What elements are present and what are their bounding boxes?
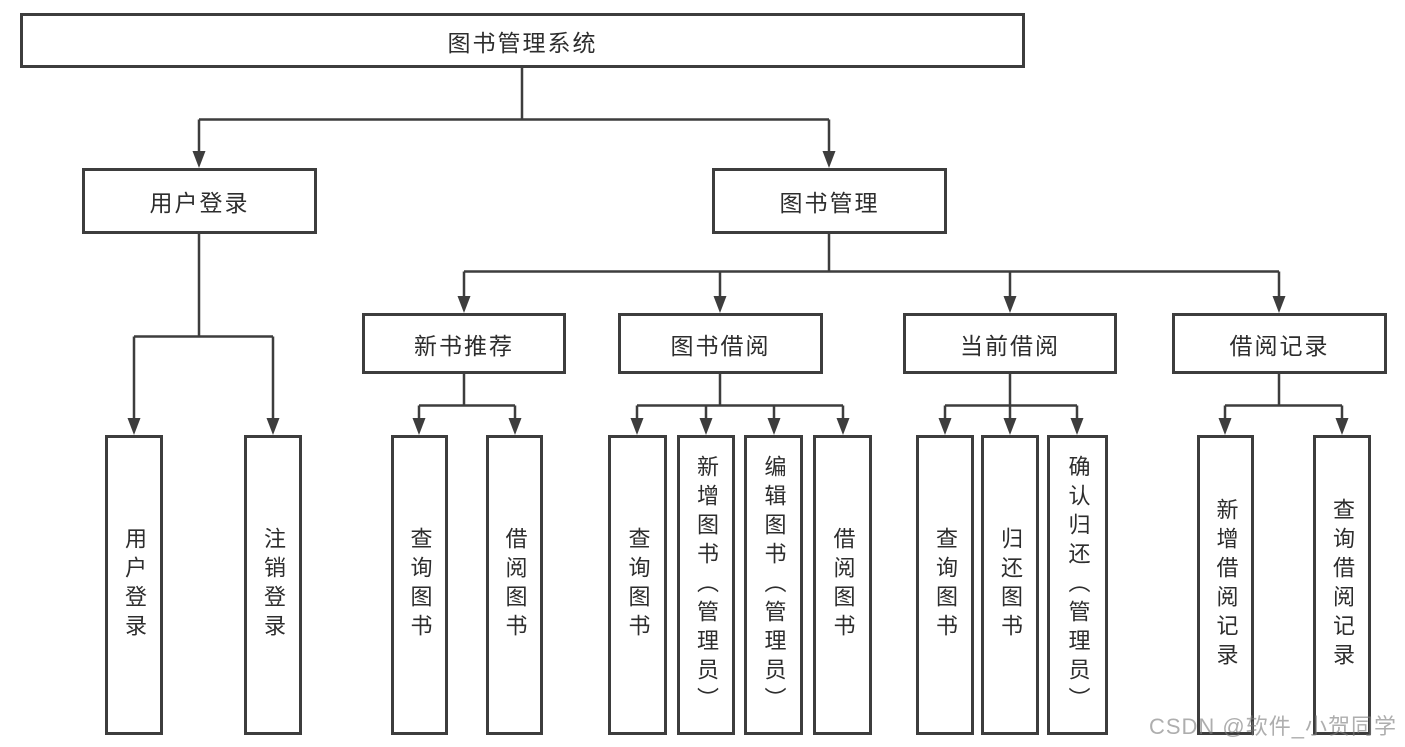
arrowhead bbox=[127, 418, 141, 435]
node-leaf-query-borrow-record: 查询借阅记录 bbox=[1313, 435, 1371, 735]
node-leaf-logout-label: 注销登录 bbox=[261, 527, 286, 643]
node-borrow-records: 借阅记录 bbox=[1172, 313, 1387, 374]
node-leaf-query-books-current-label: 查询图书 bbox=[933, 527, 958, 643]
node-current-borrow: 当前借阅 bbox=[903, 313, 1117, 374]
node-user-login: 用户登录 bbox=[82, 168, 317, 234]
node-leaf-borrow-books-recommend: 借阅图书 bbox=[486, 435, 543, 735]
node-leaf-logout: 注销登录 bbox=[244, 435, 302, 735]
arrowhead bbox=[1003, 296, 1017, 313]
node-root-label: 图书管理系统 bbox=[447, 29, 598, 56]
node-leaf-add-book-admin: 新增图书（管理员） bbox=[677, 435, 735, 735]
node-leaf-query-books-borrow-label: 查询图书 bbox=[625, 527, 651, 643]
node-book-borrow-label: 图书借阅 bbox=[670, 332, 771, 359]
edge-root-to-level2 bbox=[197, 68, 831, 155]
node-leaf-user-login-label: 用户登录 bbox=[122, 527, 147, 643]
watermark: CSDN @软件_小贺同学 bbox=[1148, 714, 1397, 739]
arrowhead bbox=[457, 296, 471, 313]
node-current-borrow-label: 当前借阅 bbox=[960, 332, 1060, 359]
edge-borrow-children bbox=[635, 374, 845, 422]
edge-user-login-children bbox=[132, 234, 275, 422]
node-leaf-query-books-borrow: 查询图书 bbox=[608, 435, 667, 735]
node-new-book-recommend-label: 新书推荐 bbox=[414, 332, 514, 359]
node-leaf-user-login: 用户登录 bbox=[105, 435, 163, 735]
node-leaf-query-books-recommend-label: 查询图书 bbox=[407, 527, 433, 643]
node-leaf-edit-book-admin: 编辑图书（管理员） bbox=[744, 435, 803, 735]
node-user-login-label: 用户登录 bbox=[149, 190, 250, 216]
node-leaf-query-books-current: 查询图书 bbox=[916, 435, 974, 735]
arrowhead bbox=[1272, 296, 1286, 313]
node-book-management-label: 图书管理 bbox=[779, 190, 880, 216]
node-book-borrow: 图书借阅 bbox=[618, 313, 823, 374]
node-leaf-borrow-books-borrow: 借阅图书 bbox=[813, 435, 872, 735]
node-leaf-borrow-books-borrow-label: 借阅图书 bbox=[830, 527, 856, 643]
arrowhead bbox=[192, 151, 206, 168]
arrowhead bbox=[1218, 418, 1232, 435]
edge-current-children bbox=[943, 374, 1079, 422]
node-leaf-add-book-admin-label: 新增图书（管理员） bbox=[694, 454, 719, 716]
node-leaf-query-borrow-record-label: 查询借阅记录 bbox=[1330, 498, 1355, 672]
arrowhead bbox=[1335, 418, 1349, 435]
node-leaf-query-books-recommend: 查询图书 bbox=[391, 435, 448, 735]
arrowhead bbox=[412, 418, 426, 435]
edge-records-children bbox=[1223, 374, 1344, 422]
node-leaf-borrow-books-recommend-label: 借阅图书 bbox=[502, 527, 528, 643]
arrowhead bbox=[938, 418, 952, 435]
arrowhead bbox=[822, 151, 836, 168]
arrowhead bbox=[266, 418, 280, 435]
arrowhead bbox=[630, 418, 644, 435]
node-leaf-add-borrow-record: 新增借阅记录 bbox=[1197, 435, 1254, 735]
arrowhead bbox=[699, 418, 713, 435]
node-leaf-return-book: 归还图书 bbox=[981, 435, 1039, 735]
node-borrow-records-label: 借阅记录 bbox=[1229, 332, 1330, 359]
node-leaf-confirm-return-admin-label: 确认归还（管理员） bbox=[1065, 454, 1091, 716]
arrowhead bbox=[836, 418, 850, 435]
arrowhead bbox=[1003, 418, 1017, 435]
node-leaf-confirm-return-admin: 确认归还（管理员） bbox=[1047, 435, 1108, 735]
edge-book-mgmt-children bbox=[462, 233, 1281, 300]
node-book-management: 图书管理 bbox=[712, 168, 947, 234]
arrowhead bbox=[508, 418, 522, 435]
node-leaf-add-borrow-record-label: 新增借阅记录 bbox=[1213, 498, 1239, 672]
node-leaf-return-book-label: 归还图书 bbox=[998, 527, 1023, 643]
arrowhead bbox=[767, 418, 781, 435]
node-leaf-edit-book-admin-label: 编辑图书（管理员） bbox=[761, 454, 787, 716]
arrowhead bbox=[713, 296, 727, 313]
node-new-book-recommend: 新书推荐 bbox=[362, 313, 566, 374]
arrowhead bbox=[1070, 418, 1084, 435]
node-root: 图书管理系统 bbox=[20, 13, 1025, 68]
edge-recommend-children bbox=[417, 374, 517, 422]
